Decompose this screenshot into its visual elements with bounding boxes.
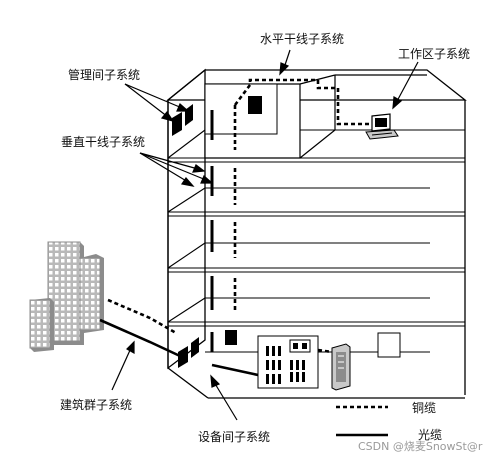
workstation-pc bbox=[365, 113, 399, 140]
campus-fiber-cable bbox=[99, 318, 181, 358]
main-building bbox=[166, 68, 467, 399]
legend-fiber-label: 光缆 bbox=[418, 428, 443, 442]
floor-slab bbox=[167, 297, 465, 327]
door bbox=[377, 332, 401, 358]
watermark: CSDN @烧麦SnowSt@r bbox=[358, 440, 483, 453]
admin-room bbox=[204, 83, 278, 135]
horizontal-copper-cable bbox=[233, 78, 372, 126]
label-building-group-subsystem: 建筑群子系统 bbox=[60, 398, 133, 412]
label-equipment-subsystem: 设备间子系统 bbox=[198, 430, 271, 444]
label-horizontal-subsystem: 水平干线子系统 bbox=[260, 32, 345, 46]
label-admin-subsystem: 管理间子系统 bbox=[68, 68, 141, 82]
server-tower bbox=[331, 343, 351, 391]
label-workarea-subsystem: 工作区子系统 bbox=[398, 47, 471, 61]
legend-copper-label: 铜缆 bbox=[412, 401, 437, 415]
campus-copper-cable bbox=[107, 298, 177, 335]
building-front-bottom bbox=[167, 367, 209, 399]
label-vertical-subsystem: 垂直干线子系统 bbox=[61, 135, 146, 149]
callout-lines bbox=[111, 49, 419, 421]
campus-buildings bbox=[29, 241, 104, 352]
admin-cabinet bbox=[248, 96, 262, 114]
floor-slab bbox=[167, 187, 465, 217]
server-link bbox=[317, 348, 333, 354]
floor-slab bbox=[167, 242, 465, 273]
equipment-room bbox=[178, 330, 351, 391]
